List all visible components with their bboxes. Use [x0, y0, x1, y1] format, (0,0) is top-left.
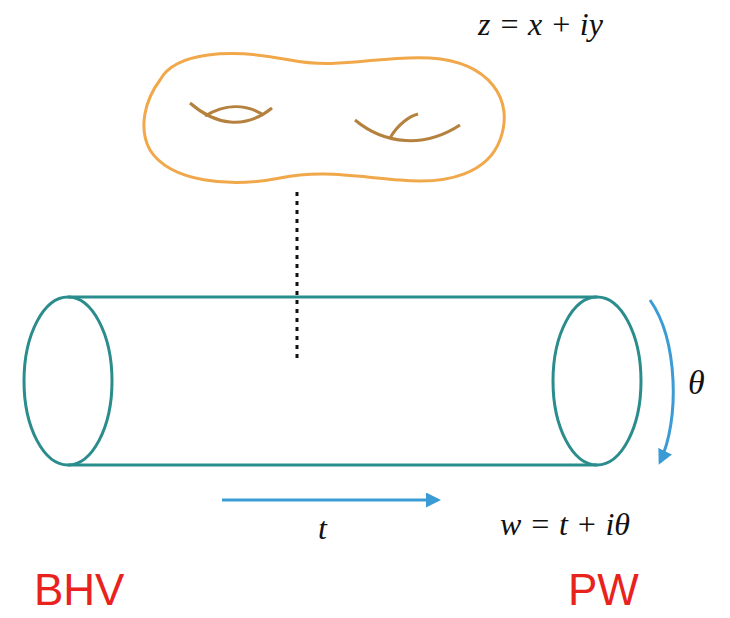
cylinder-end — [553, 297, 641, 465]
surface-hole — [355, 120, 460, 141]
cylinder-side — [68, 464, 597, 467]
end-label: PW — [568, 568, 639, 612]
end-label: BHV — [34, 568, 124, 612]
surface-hole — [390, 114, 418, 138]
angle-label: θ — [688, 366, 705, 400]
cylinder-coordinate: w = t + iθ — [500, 508, 630, 540]
time-label: t — [318, 512, 327, 544]
surface-coordinate: z = x + iy — [478, 8, 603, 40]
surface-hole — [205, 107, 262, 116]
cylinder-end — [24, 297, 112, 465]
theta-arrow — [650, 300, 673, 462]
cylinder-side — [68, 296, 597, 299]
riemann-surface — [144, 54, 504, 183]
dotted-fiber — [296, 192, 299, 362]
t-arrow — [222, 499, 438, 502]
surface-hole — [190, 103, 272, 122]
